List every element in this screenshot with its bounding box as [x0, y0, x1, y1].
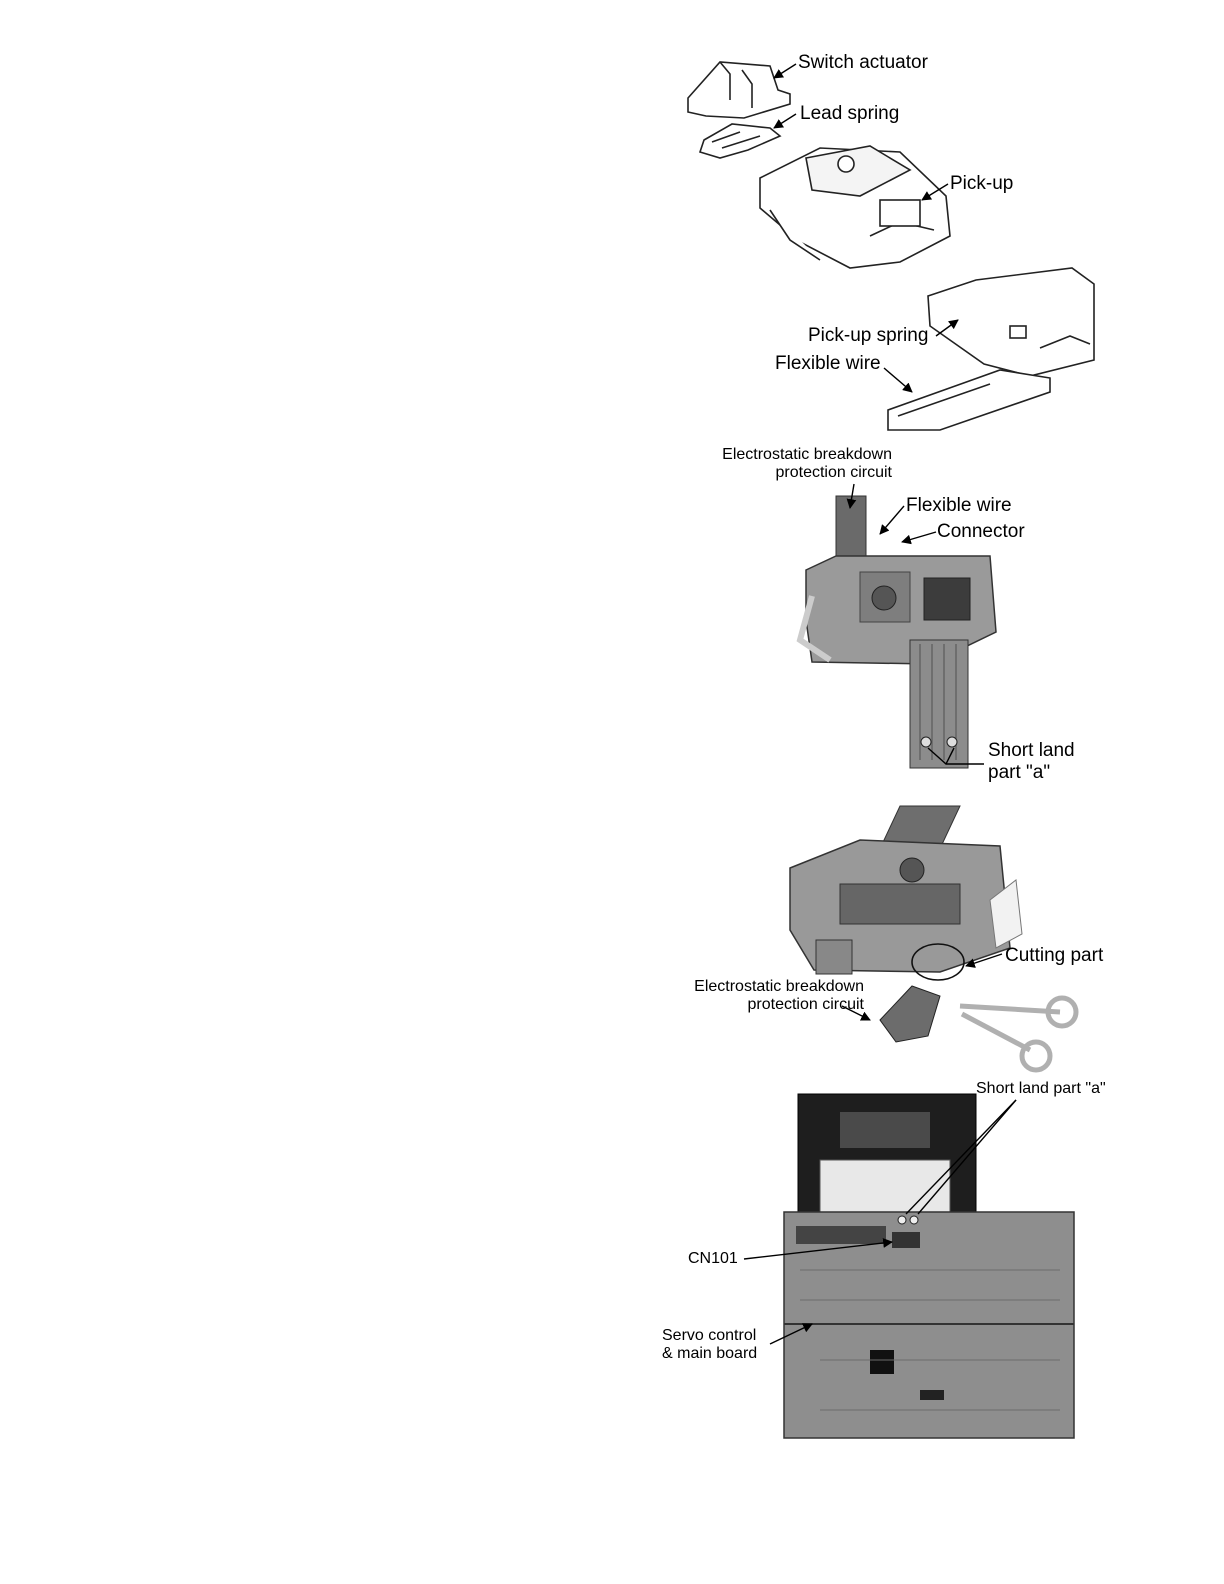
short-land-a-left [921, 737, 931, 747]
switch-actuator-label: Switch actuator [798, 52, 928, 74]
flexible-wire-label-2: Flexible wire [906, 495, 1012, 517]
lead-spring-label: Lead spring [800, 103, 899, 125]
servo-board-label: Servo control & main board [662, 1327, 757, 1364]
switch-actuator-part [688, 62, 790, 118]
pick-up-spring-label: Pick-up spring [808, 325, 928, 347]
figure-3-cutting-photo [790, 806, 1076, 1070]
short-land-line1: Short land [988, 740, 1075, 762]
flex-strip [910, 640, 968, 768]
esd-circuit-line2: protection circuit [662, 996, 864, 1014]
flexible-wire-part [888, 370, 1050, 430]
connector-label: Connector [937, 521, 1025, 543]
lead-spring-part [700, 124, 780, 158]
esd-circuit-label-2: Electrostatic breakdown protection circu… [690, 446, 892, 483]
cn101-label: CN101 [688, 1250, 738, 1268]
servo-line2: & main board [662, 1345, 757, 1363]
short-land-line2: part "a" [988, 762, 1075, 784]
esd-circuit-line2: protection circuit [690, 464, 892, 482]
short-land-label-2: Short land part "a" [988, 740, 1075, 784]
pick-up-spring-part [928, 268, 1094, 376]
servo-line1: Servo control [662, 1327, 757, 1345]
flexible-wire-label-1: Flexible wire [775, 353, 881, 375]
esd-board [880, 986, 940, 1042]
short-land-a-right [947, 737, 957, 747]
esd-circuit-label-3: Electrostatic breakdown protection circu… [662, 978, 864, 1015]
pick-up-part [760, 146, 950, 268]
scissors-icon [960, 998, 1076, 1070]
esd-circuit-line1: Electrostatic breakdown [662, 978, 864, 996]
cutting-part-label: Cutting part [1005, 945, 1103, 967]
short-land-label-4: Short land part "a" [976, 1080, 1106, 1098]
esd-circuit-line1: Electrostatic breakdown [690, 446, 892, 464]
pick-up-label: Pick-up [950, 173, 1013, 195]
figure-4-board-photo [784, 1094, 1074, 1438]
